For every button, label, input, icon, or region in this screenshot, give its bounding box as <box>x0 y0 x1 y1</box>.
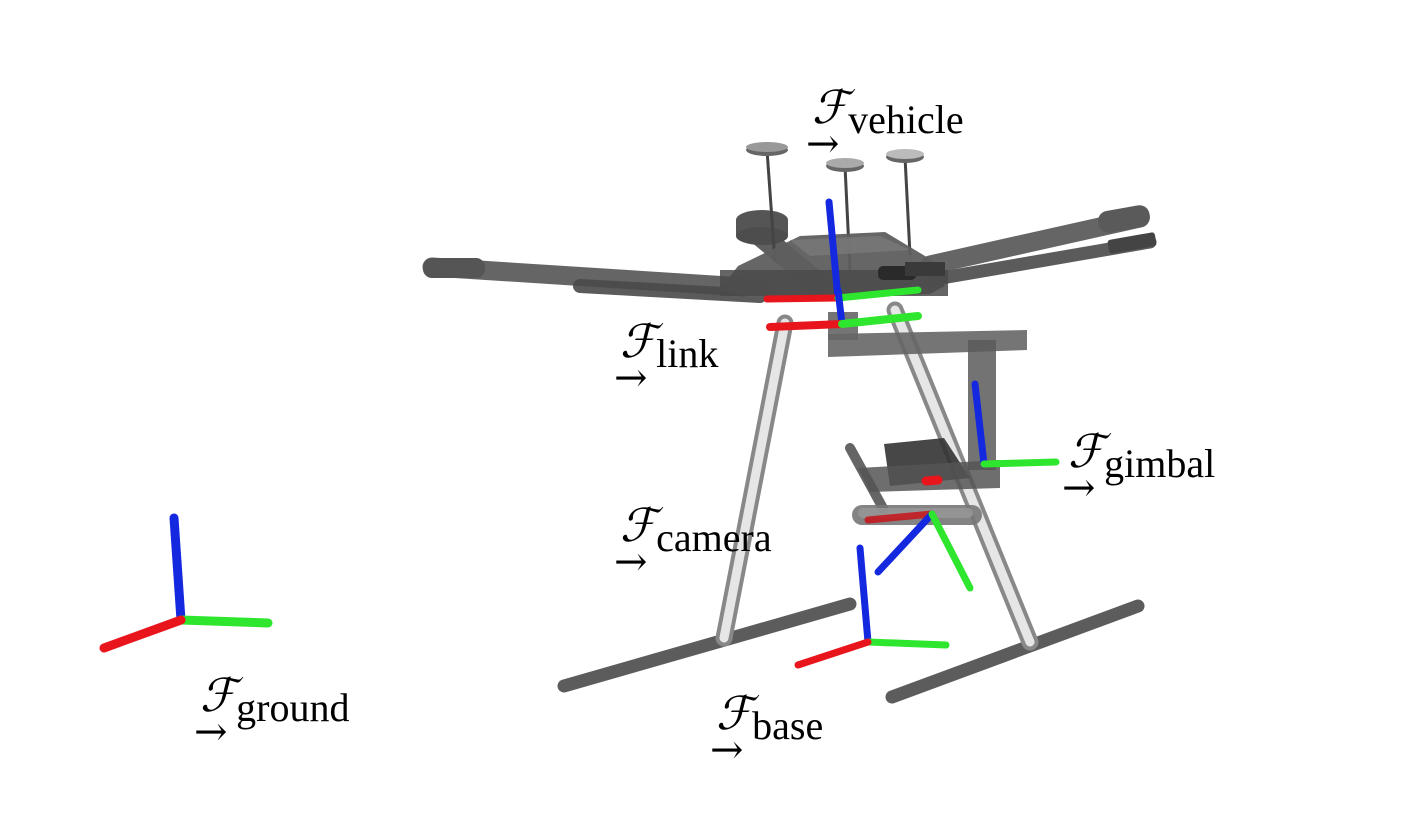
vehicle-frame-axes <box>763 198 922 303</box>
gimbal-frame-axes <box>921 380 1060 486</box>
base-z-axis <box>856 544 872 646</box>
vehicle-y-axis <box>834 286 922 302</box>
landing-skids <box>557 597 1145 704</box>
frame-symbol: ℱ→ <box>194 668 237 755</box>
gimbal-mount <box>828 312 1027 525</box>
camera-z-axis <box>874 510 936 576</box>
camera-x-axis <box>864 510 936 524</box>
frame-symbol: ℱ→ <box>614 314 657 401</box>
vector-arrow-icon: → <box>710 727 744 773</box>
vehicle-z-axis <box>825 198 842 302</box>
label-link: ℱ→link <box>614 314 718 401</box>
antennas <box>746 142 924 271</box>
frame-symbol: ℱ→ <box>806 80 849 167</box>
gimbal-y-axis <box>980 458 1060 468</box>
label-gimbal: ℱ→gimbal <box>1062 424 1215 511</box>
vehicle-x-axis <box>763 294 842 303</box>
vector-arrow-icon: → <box>1062 465 1096 511</box>
frame-symbol: ℱ→ <box>614 498 657 585</box>
link-y-axis <box>838 312 922 328</box>
ground-frame-axes <box>99 513 273 653</box>
link-x-axis <box>766 320 846 331</box>
vector-arrow-icon: → <box>614 539 648 585</box>
gimbal-x-axis <box>921 475 943 486</box>
motor-pods <box>423 205 1157 278</box>
label-ground: ℱ→ground <box>194 668 350 755</box>
base-frame-axes <box>794 544 950 669</box>
base-x-axis <box>794 638 872 669</box>
ground-z-axis <box>169 513 186 625</box>
frame-subscript: camera <box>656 515 772 560</box>
frame-symbol: ℱ→ <box>710 686 753 773</box>
frame-subscript: vehicle <box>848 97 964 142</box>
frame-subscript: gimbal <box>1104 441 1216 486</box>
vector-arrow-icon: → <box>194 709 228 755</box>
ground-y-axis <box>176 615 273 628</box>
label-vehicle: ℱ→vehicle <box>806 80 964 167</box>
camera-frame-axes <box>864 510 974 592</box>
link-frame-axes <box>766 286 922 331</box>
ground-x-axis <box>99 615 186 653</box>
right-skid <box>885 599 1145 704</box>
link-z-axis <box>834 286 846 328</box>
frame-subscript: base <box>752 703 824 748</box>
label-base: ℱ→base <box>710 686 823 773</box>
vector-arrow-icon: → <box>614 355 648 401</box>
camera-y-axis <box>928 510 974 592</box>
frame-symbol: ℱ→ <box>1062 424 1105 511</box>
frame-subscript: link <box>656 331 719 376</box>
frame-subscript: ground <box>236 685 350 730</box>
left-skid <box>557 597 857 693</box>
gimbal-z-axis <box>971 380 988 468</box>
vector-arrow-icon: → <box>806 121 840 167</box>
base-y-axis <box>864 638 950 649</box>
label-camera: ℱ→camera <box>614 498 772 585</box>
